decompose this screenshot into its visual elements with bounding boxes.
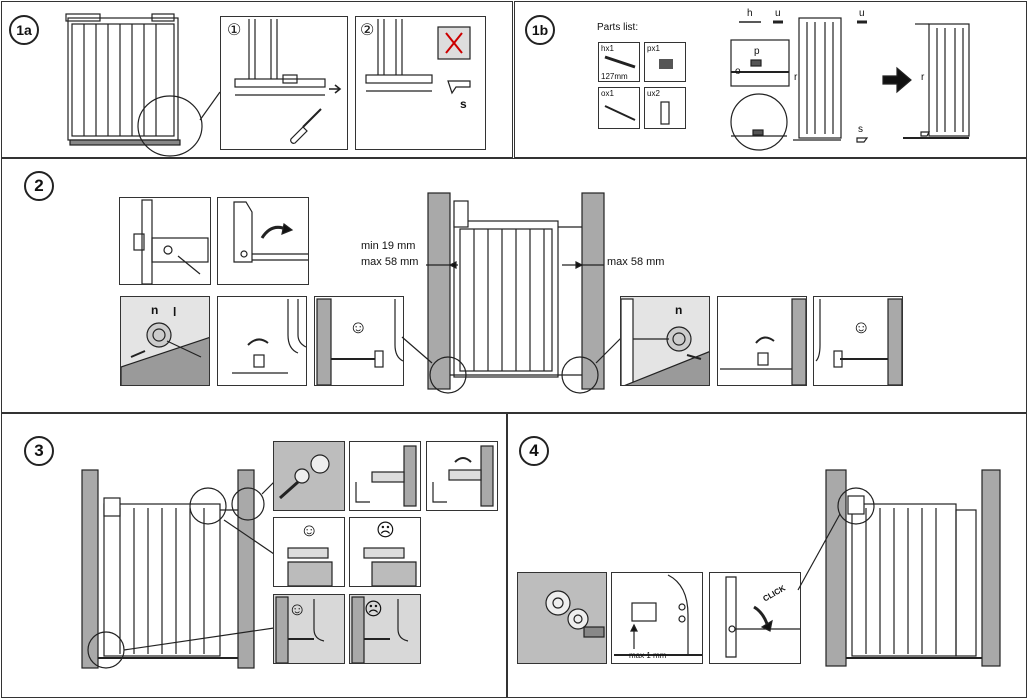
correct-lock-illustration [287,547,333,586]
detail-box-4-2: max 1 mm [611,572,703,664]
step-number-1a: 1a [9,15,39,45]
step-number-4: 4 [519,436,549,466]
part-letter-n-2: n [675,303,683,317]
substep-label-2: ② [360,22,375,39]
max-width-label-left: max 58 mm [361,256,419,268]
spindle-turn-illustration [232,299,306,374]
min-width-label: min 19 mm [361,240,416,252]
detail-box-2-8: ☺ [813,296,903,386]
detail-box-2-6: n [620,296,710,386]
spindle-insert-illustration [355,445,417,507]
part-letter-u-2: u [859,8,865,19]
panel-step-1a: 1a ① [1,1,513,158]
detail-box-3-5: ☹ [349,517,421,587]
detail-box-3-3 [426,441,498,511]
panel-step-2: 2 [1,158,1027,413]
part-size: 127mm [601,72,628,81]
correct-fit-illustration [316,298,403,385]
happy-face-icon-4: ☺ [288,599,307,619]
correct-fit-right-illustration [815,298,902,385]
part-h-icon [604,55,636,69]
sad-face-icon: ☹ [376,520,395,540]
detail-box-1a-2: ② s [355,16,486,150]
detail-box-3-2 [349,441,421,511]
part-o-icon [604,105,636,121]
gate-overview-1a [65,13,221,157]
part-code: px1 [647,44,660,53]
part-letter-p: p [754,46,760,57]
part-code: hx1 [601,44,614,53]
part-letter-s-2: s [858,124,863,135]
part-letter-r-2: r [921,72,925,83]
detail-box-1a-1: ① [220,16,348,150]
happy-face-icon-2: ☺ [852,317,871,337]
washer-assembly-illustration [545,590,605,638]
detail-box-2-7 [717,296,807,386]
latch-click-illustration [725,576,800,658]
part-letter-r: r [794,72,798,83]
part-u-icon [660,101,670,125]
detail-box-3-6: ☺ [273,594,345,664]
correct-bottom-illustration [275,596,325,663]
detail-box-4-3: CLICK [709,572,801,664]
part-p-icon [659,59,673,69]
detail-box-3-4: ☺ [273,517,345,587]
extension-assembly-illustration [730,17,970,151]
cup-fit-illustration [279,454,330,500]
sad-face-icon-2: ☹ [364,599,383,619]
spindle-turn-right-illustration [720,298,806,385]
incorrect-lock-illustration [363,547,417,586]
remove-part-illustration [365,19,471,95]
gap-check-illustration [614,574,702,656]
detail-box-2-2 [217,197,309,285]
step-number-3: 3 [24,436,54,466]
gate-adjust-illustration [81,469,275,669]
part-letter-s: s [460,97,467,111]
part-letter-h: h [747,8,753,19]
bolt-insert-illustration [133,199,209,284]
happy-face-icon: ☺ [349,317,368,337]
detail-box-2-3: n l [120,296,210,386]
screwdriver-illustration [234,19,342,144]
detail-box-3-1 [273,441,345,511]
lever-rotate-illustration [233,201,308,263]
gate-width-measurement-illustration [401,192,623,394]
wall-cup-right-illustration [621,298,709,385]
detail-box-2-5: ☺ [314,296,404,386]
incorrect-bottom-illustration [351,596,409,663]
part-code: ux2 [647,89,660,98]
panel-step-3: 3 ☺ ☹ [1,413,507,698]
part-box-o: ox1 [598,87,640,129]
parts-list-title: Parts list: [597,22,639,33]
part-code: ox1 [601,89,614,98]
panel-step-4: 4 max 1 mm CLICK [507,413,1027,698]
max-width-label-right: max 58 mm [607,256,665,268]
detail-box-4-1 [517,572,607,664]
step-number-2: 2 [24,171,54,201]
detail-box-2-4 [217,296,307,386]
part-letter-l: l [173,305,177,319]
substep-label-1: ① [227,22,242,39]
detail-box-2-1 [119,197,211,285]
part-letter-o: o [735,66,741,77]
wall-cup-illustration [121,322,209,385]
happy-face-icon-3: ☺ [300,520,319,540]
part-letter-n: n [151,303,159,317]
part-box-h: hx1 127mm [598,42,640,82]
part-letter-u: u [775,8,781,19]
panel-step-1b: 1b Parts list: hx1 127mm px1 ox1 ux2 [514,1,1027,158]
part-box-p: px1 [644,42,686,82]
part-box-u: ux2 [644,87,686,129]
detail-box-3-7: ☹ [349,594,421,664]
gate-installed-illustration [797,469,1001,667]
spindle-tighten-illustration [432,445,494,507]
step-number-1b: 1b [525,15,555,45]
gap-measurement-label: max 1 mm [629,651,667,660]
